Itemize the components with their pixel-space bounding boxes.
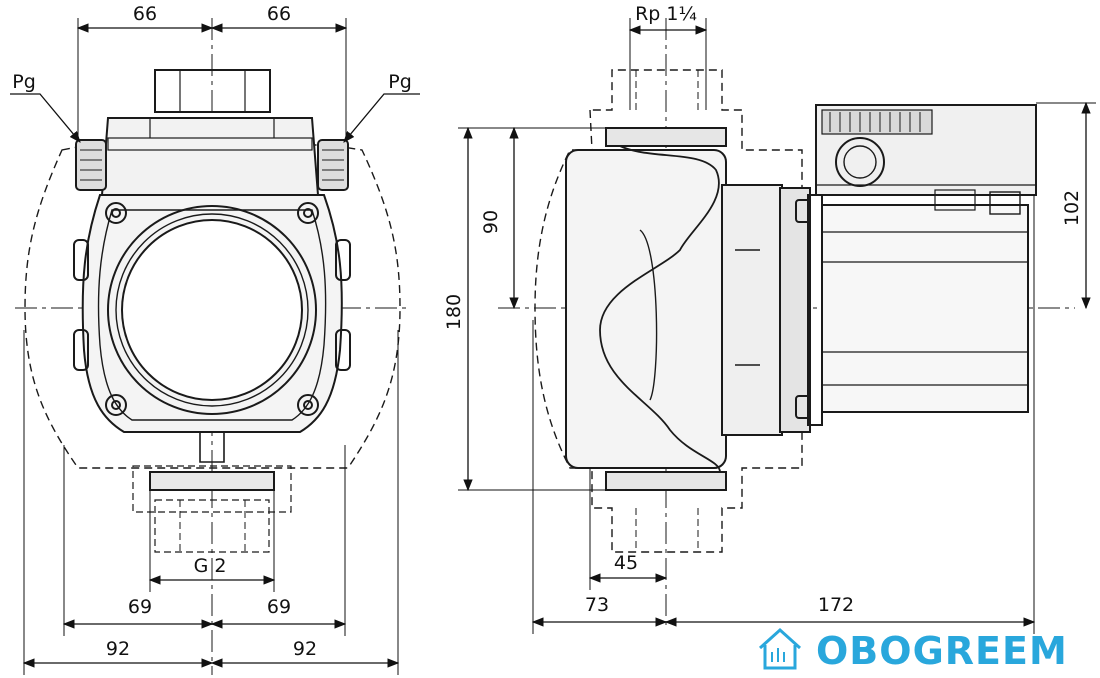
side-dimensions	[458, 18, 1096, 634]
front-bottom-flange	[149, 471, 275, 491]
side-volute-envelope	[534, 69, 803, 553]
front-thread-label: G 2	[194, 555, 227, 577]
front-dim-bottom-left: 92	[106, 638, 130, 660]
front-dim-mid-left: 69	[128, 596, 152, 618]
front-bottom-port-dashed	[132, 465, 292, 513]
side-top-flange	[605, 127, 727, 147]
front-dimensions	[10, 18, 420, 675]
side-pump-casing	[565, 149, 727, 469]
front-view	[15, 18, 410, 675]
side-control-knob-icon	[835, 137, 885, 187]
brand-logo: OBOGREEM	[758, 627, 1068, 673]
front-bolt-bl	[105, 394, 127, 416]
side-bottom-flange	[605, 471, 727, 491]
front-dim-mid-right: 69	[267, 596, 291, 618]
front-pg-label-left: Pg	[12, 71, 36, 93]
front-bottom-neck	[199, 432, 225, 463]
house-icon	[758, 627, 802, 670]
front-bolt-br	[297, 394, 319, 416]
front-bolt-tr	[297, 202, 319, 224]
front-pg-fitting-right	[317, 139, 349, 191]
side-dim-102: 102	[1061, 190, 1083, 226]
side-motor	[821, 204, 1029, 413]
front-pg-label-right: Pg	[388, 71, 412, 93]
front-dim-top-right: 66	[267, 3, 291, 25]
front-dim-bottom-right: 92	[293, 638, 317, 660]
front-top-port	[154, 69, 271, 113]
front-outer-envelope	[24, 144, 401, 469]
side-dim-90: 90	[480, 210, 502, 234]
side-dim-45: 45	[614, 552, 638, 574]
front-bore-inner	[121, 219, 303, 401]
front-bore-outer	[107, 205, 317, 415]
front-pg-fitting-left	[75, 139, 107, 191]
side-motor-flange	[721, 184, 783, 436]
brand-logo-text: OBOGREEM	[816, 629, 1068, 673]
side-dim-172: 172	[818, 594, 854, 616]
side-view	[498, 18, 1075, 630]
front-bolt-tl	[105, 202, 127, 224]
front-top-body	[100, 117, 320, 196]
side-dim-73: 73	[585, 594, 609, 616]
front-dim-top-left: 66	[133, 3, 157, 25]
side-dim-180: 180	[443, 294, 465, 330]
side-thread-label: Rp 1¼	[635, 3, 697, 25]
